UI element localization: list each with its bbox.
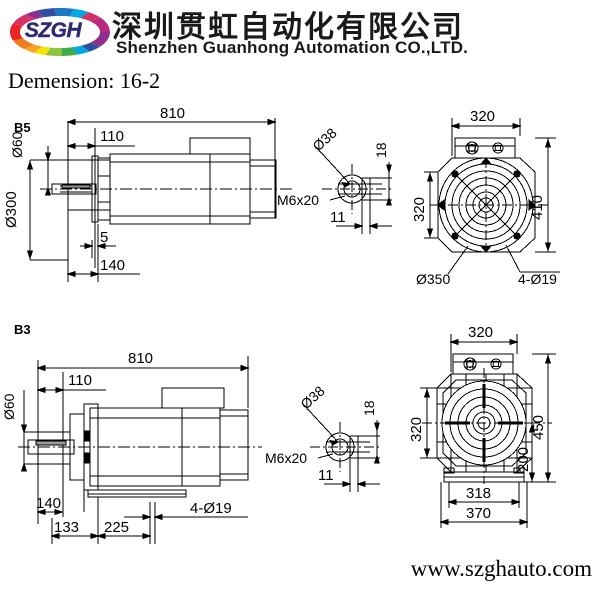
dim-140-b3: 140: [36, 495, 61, 512]
dim-pitch-circle-b5: Ø350: [416, 271, 450, 287]
dim-133-b3: 133: [54, 519, 79, 536]
dim-flange-dia-b5: Ø300: [3, 191, 20, 228]
dim-320-width-b5: 320: [470, 108, 495, 125]
page-title: Demension: 16-2: [8, 68, 161, 93]
dim-holes-b5: 4-Ø19: [518, 271, 557, 287]
dim-thread-b5: M6x20: [277, 192, 319, 208]
company-name-chinese: 深圳贯虹自动化有限公司: [112, 10, 464, 45]
dim-225-b3: 225: [104, 519, 129, 536]
dim-318-b3: 318: [466, 485, 491, 502]
dim-18-b3: 18: [361, 400, 377, 416]
dim-5-b5: 5: [100, 229, 108, 246]
dim-140-b5: 140: [100, 257, 125, 274]
dim-foot-holes-b3: 4-Ø19: [190, 500, 232, 517]
dim-450-b3: 450: [530, 415, 547, 440]
dim-shaft-dia-b5: Ø60: [9, 131, 25, 158]
dim-810-b3: 810: [128, 350, 153, 367]
drawing-b3: B3 810 110 Ø60: [1, 322, 556, 544]
dim-810-b5: 810: [160, 105, 185, 122]
logo-wordmark: SZGH: [24, 19, 82, 42]
company-header: SZGH 深圳贯虹自动化有限公司 Shenzhen Guanhong Autom…: [0, 0, 600, 62]
dim-410-b5: 410: [529, 195, 546, 220]
dim-18-b5: 18: [373, 142, 389, 158]
dim-shaft-end-dia-b5: Ø38: [309, 124, 340, 154]
mount-label-b5: B5: [14, 120, 31, 135]
dim-shaft-dia-b3: Ø60: [1, 393, 17, 420]
dim-320-width-b3: 320: [468, 324, 493, 341]
dim-370-b3: 370: [466, 505, 491, 522]
szgh-logo-icon: [10, 8, 110, 56]
dim-thread-b3: M6x20: [265, 450, 307, 466]
mount-label-b3: B3: [14, 322, 31, 337]
dim-110-b5: 110: [100, 128, 124, 145]
dim-320-height-b5: 320: [411, 197, 428, 222]
dim-200-b3: 200: [515, 447, 532, 472]
drawing-b5: B5 810 110 Ø60 Ø300: [3, 105, 560, 287]
dim-11-b5: 11: [330, 209, 346, 226]
dim-320-height-b3: 320: [408, 417, 425, 442]
dim-110-b3: 110: [68, 372, 92, 389]
dim-11-b3: 11: [318, 467, 334, 484]
company-name-english: Shenzhen Guanhong Automation CO.,LTD.: [116, 38, 469, 57]
website-url: www.szghauto.com: [410, 556, 592, 581]
dim-shaft-end-dia-b3: Ø38: [297, 382, 328, 412]
